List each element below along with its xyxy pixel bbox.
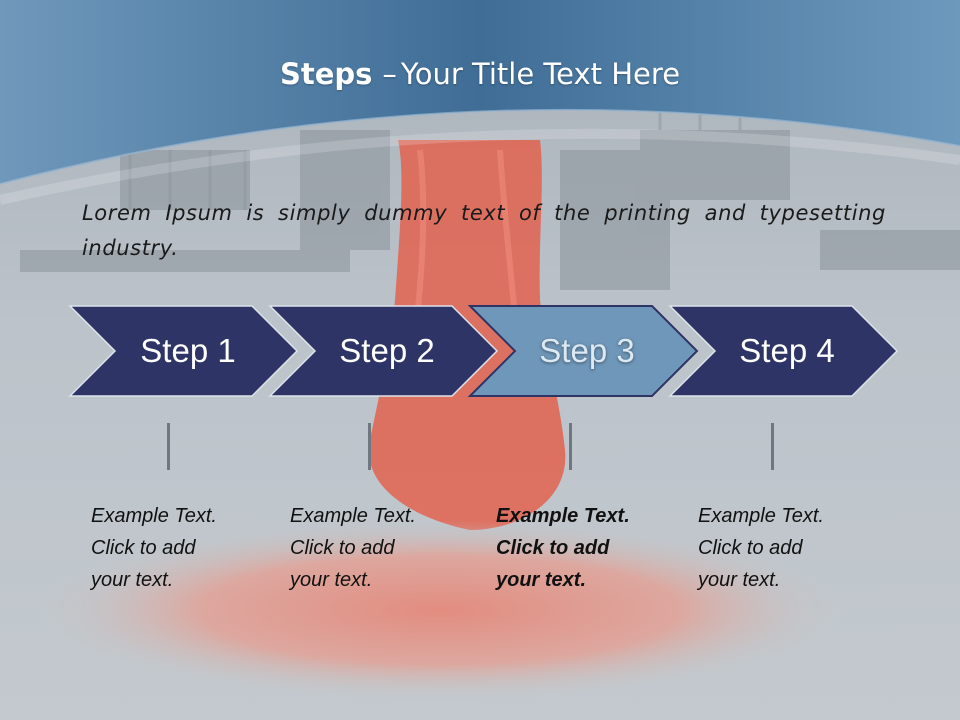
step-2-line-2: Click to add xyxy=(290,537,395,559)
step-4-label: Step 4 xyxy=(739,332,835,369)
step-2-line-1: Example Text. xyxy=(290,505,416,527)
step-2-connector xyxy=(368,423,371,470)
step-4-description[interactable]: Example Text. Click to add your text. xyxy=(698,500,868,596)
title-bold: Steps xyxy=(279,57,373,91)
step-1-line-2: Click to add xyxy=(91,537,196,559)
step-1-line-1: Example Text. xyxy=(91,505,217,527)
step-4-chevron[interactable] xyxy=(668,305,899,397)
step-1-connector xyxy=(167,423,170,470)
step-2-label: Step 2 xyxy=(339,332,435,369)
step-1-description[interactable]: Example Text. Click to add your text. xyxy=(91,500,261,596)
step-2-line-3: your text. xyxy=(290,569,373,591)
step-4-connector xyxy=(771,423,774,470)
step-3-line-3: your text. xyxy=(496,569,587,591)
step-4-line-2: Click to add xyxy=(698,537,803,559)
step-3-chevron[interactable] xyxy=(467,305,699,397)
step-2-description[interactable]: Example Text. Click to add your text. xyxy=(290,500,460,596)
intro-text[interactable]: Lorem Ipsum is simply dummy text of the … xyxy=(82,201,886,260)
step-4-line-3: your text. xyxy=(698,569,781,591)
title-separator: – xyxy=(382,57,397,91)
step-1-chevron[interactable] xyxy=(68,305,299,397)
step-4-line-1: Example Text. xyxy=(698,505,824,527)
step-3-label: Step 3 xyxy=(539,332,635,369)
step-3-line-2: Click to add xyxy=(496,537,610,559)
lava-pool xyxy=(40,520,840,700)
step-1-line-3: your text. xyxy=(91,569,174,591)
step-3-connector xyxy=(569,423,572,470)
title-rest: Your Title Text Here xyxy=(400,57,681,91)
step-3-description[interactable]: Example Text. Click to add your text. xyxy=(496,500,666,596)
header-band xyxy=(0,0,960,184)
step-1-label: Step 1 xyxy=(140,332,236,369)
step-2-chevron[interactable] xyxy=(268,305,499,397)
slide-title[interactable]: Steps–Your Title Text Here xyxy=(0,54,960,94)
step-3-line-1: Example Text. xyxy=(496,505,630,527)
